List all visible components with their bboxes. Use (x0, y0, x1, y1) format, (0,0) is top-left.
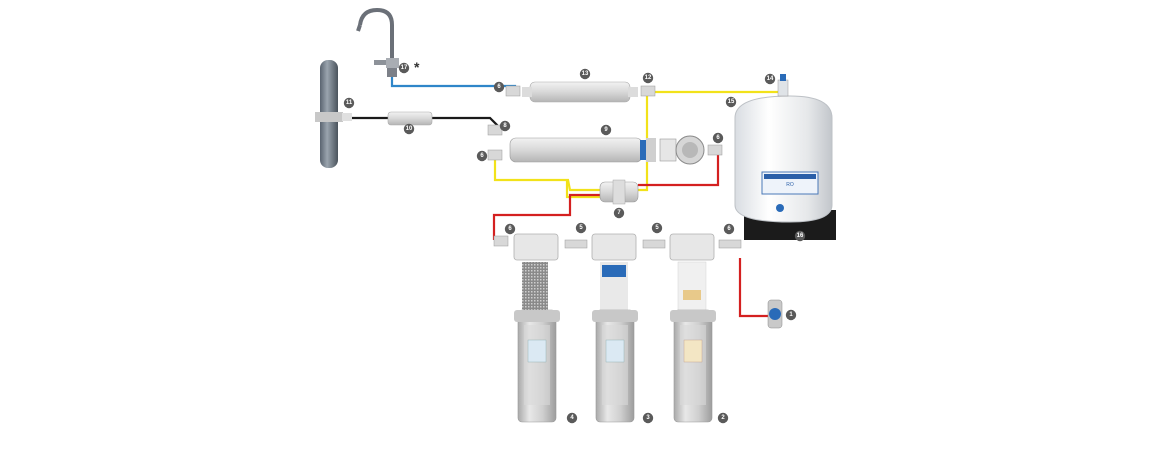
part-label-badge (613, 207, 625, 219)
housing-stage-2 (591, 233, 638, 423)
part-label-text: 12 (645, 75, 652, 81)
part-label-text: 5 (655, 225, 659, 231)
part-label-6c: 6 (712, 132, 724, 144)
part-label-badge (499, 120, 511, 132)
part-label-badge (403, 123, 415, 135)
part-label-6e: 6 (723, 223, 735, 235)
part-label-text: 15 (728, 99, 735, 105)
inline-postfilter-13 (522, 81, 638, 103)
housing-stage-3 (513, 233, 560, 423)
part-label-badge (579, 68, 591, 80)
part-label-8: 8 (499, 120, 511, 132)
faucet (356, 7, 399, 77)
part-label-17: 17 (398, 62, 410, 74)
part-label-text: 6 (497, 84, 501, 90)
part-label-text: 11 (346, 100, 353, 106)
part-label-11: 11 (343, 97, 355, 109)
product-tube-membrane (637, 92, 649, 192)
part-label-badge (600, 124, 612, 136)
part-label-text: 9 (604, 127, 608, 133)
part-label-badge (717, 412, 729, 424)
product-tube-flowrestrictor (493, 160, 603, 192)
part-label-text: 7 (617, 210, 621, 216)
inline-filter-10 (387, 111, 433, 126)
part-label-text: 6 (716, 135, 720, 141)
housing-connectors (487, 85, 742, 249)
part-label-badge (712, 132, 724, 144)
part-label-text: 14 (767, 76, 774, 82)
part-label-6a: 6 (493, 81, 505, 93)
part-label-10: 10 (403, 123, 415, 135)
part-label-badge (398, 62, 410, 74)
part-label-12: 12 (642, 72, 654, 84)
membrane-housing (509, 135, 705, 165)
part-label-badge (794, 230, 806, 242)
part-label-13: 13 (579, 68, 591, 80)
part-label-badge (642, 412, 654, 424)
part-label-badge (642, 72, 654, 84)
part-label-text: 6 (727, 226, 731, 232)
part-label-text: 4 (570, 415, 574, 421)
part-label-badge (785, 309, 797, 321)
part-label-badge (725, 96, 737, 108)
part-label-badge (723, 223, 735, 235)
part-label-7: 7 (613, 207, 625, 219)
product-tube-tank (652, 88, 784, 94)
part-label-14: 14 (764, 73, 776, 85)
supply-pipe (315, 60, 352, 168)
part-label-badge (493, 81, 505, 93)
faucet-asterisk: * (414, 59, 420, 75)
part-label-text: 1 (789, 312, 793, 318)
part-label-6b: 6 (476, 150, 488, 162)
feed-tube-valve (738, 258, 770, 318)
part-label-2: 2 (717, 412, 729, 424)
part-label-15: 15 (725, 96, 737, 108)
tank-label: RO (786, 182, 794, 188)
part-label-badge (575, 222, 587, 234)
part-label-text: 3 (646, 415, 650, 421)
feed-tube-tank-side (638, 152, 720, 187)
part-label-1: 1 (785, 309, 797, 321)
part-label-text: 17 (401, 65, 408, 71)
part-label-16: 16 (794, 230, 806, 242)
part-label-text: 10 (406, 126, 413, 132)
storage-tank: RO (734, 74, 836, 240)
part-label-text: 13 (582, 71, 589, 77)
part-label-5b: 5 (651, 222, 663, 234)
feed-valve (767, 299, 783, 329)
part-label-text: 2 (721, 415, 725, 421)
feed-tube-membrane (492, 193, 600, 240)
part-label-3: 3 (642, 412, 654, 424)
part-label-text: 5 (579, 225, 583, 231)
part-label-text: 8 (503, 123, 507, 129)
part-label-badge (476, 150, 488, 162)
housing-stage-1 (669, 233, 716, 423)
part-label-text: 6 (508, 226, 512, 232)
part-label-9: 9 (600, 124, 612, 136)
part-label-6d: 6 (504, 223, 516, 235)
part-label-text: 6 (480, 153, 484, 159)
part-label-badge (651, 222, 663, 234)
part-label-badge (764, 73, 776, 85)
part-label-badge (504, 223, 516, 235)
part-label-badge (343, 97, 355, 109)
part-label-badge (566, 412, 578, 424)
check-valve-7 (599, 179, 639, 205)
product-tube-loop (565, 180, 603, 199)
part-label-5a: 5 (575, 222, 587, 234)
part-label-4: 4 (566, 412, 578, 424)
part-label-text: 16 (797, 233, 804, 239)
